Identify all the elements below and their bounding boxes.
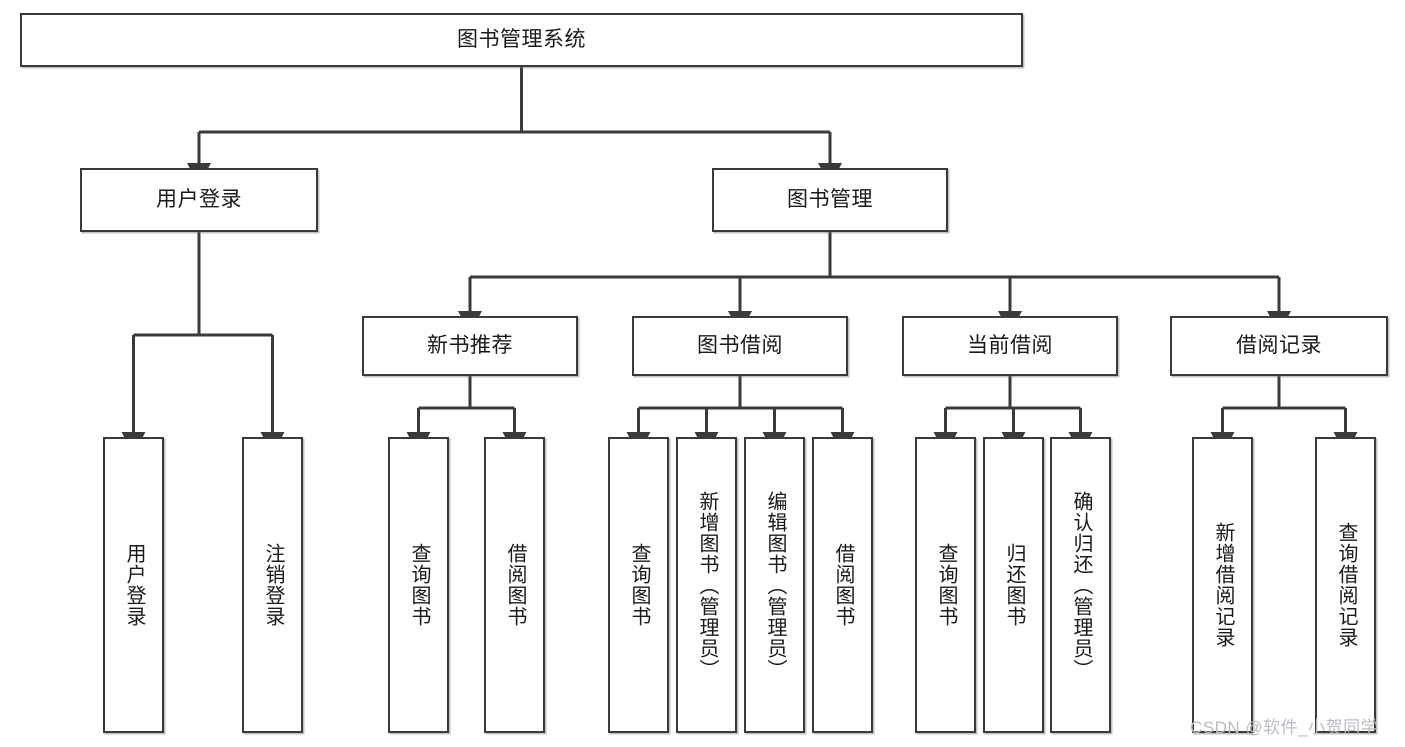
node-new-book-recommend[interactable]: 新书推荐 (362, 316, 578, 376)
csdn-watermark: CSDN @软件_小贺同学 (1190, 718, 1379, 737)
node-leaf-edit-book[interactable]: 编辑图书（管理员） (744, 437, 805, 733)
node-label-leaf-return-book: 归还图书 (1003, 543, 1025, 627)
node-label-leaf-logout: 注销登录 (262, 543, 284, 627)
node-leaf-query-record[interactable]: 查询借阅记录 (1315, 437, 1376, 733)
node-label-leaf-query-book-2: 查询图书 (628, 543, 650, 627)
node-leaf-query-book-2[interactable]: 查询图书 (608, 437, 669, 733)
node-label-leaf-query-book-3: 查询图书 (935, 543, 957, 627)
node-leaf-return-book[interactable]: 归还图书 (983, 437, 1044, 733)
node-user-login[interactable]: 用户登录 (80, 168, 318, 232)
node-book-management[interactable]: 图书管理 (712, 168, 948, 232)
node-leaf-add-book[interactable]: 新增图书（管理员） (676, 437, 737, 733)
node-leaf-borrow-book-2[interactable]: 借阅图书 (812, 437, 873, 733)
node-leaf-borrow-book-1[interactable]: 借阅图书 (484, 437, 545, 733)
node-label-leaf-confirm-return: 确认归还（管理员） (1070, 490, 1092, 680)
node-label-root: 图书管理系统 (457, 27, 586, 51)
node-root[interactable]: 图书管理系统 (20, 13, 1023, 67)
node-label-leaf-borrow-book-2: 借阅图书 (832, 543, 854, 627)
node-leaf-confirm-return[interactable]: 确认归还（管理员） (1050, 437, 1111, 733)
node-label-leaf-query-record: 查询借阅记录 (1335, 522, 1357, 648)
node-label-book-borrow: 图书借阅 (697, 333, 783, 357)
node-leaf-user-login[interactable]: 用户登录 (103, 437, 164, 733)
node-borrow-record[interactable]: 借阅记录 (1170, 316, 1388, 376)
node-label-leaf-add-record: 新增借阅记录 (1212, 522, 1234, 648)
node-label-leaf-add-book: 新增图书（管理员） (696, 490, 718, 680)
node-label-leaf-borrow-book-1: 借阅图书 (504, 543, 526, 627)
node-current-borrow[interactable]: 当前借阅 (902, 316, 1118, 376)
node-label-book-management: 图书管理 (787, 187, 873, 211)
node-label-new-book-recommend: 新书推荐 (427, 333, 513, 357)
node-label-leaf-user-login: 用户登录 (123, 543, 145, 627)
node-label-leaf-query-book-1: 查询图书 (408, 543, 430, 627)
node-leaf-logout[interactable]: 注销登录 (242, 437, 303, 733)
node-label-borrow-record: 借阅记录 (1236, 333, 1322, 357)
node-leaf-query-book-1[interactable]: 查询图书 (388, 437, 449, 733)
connector-lines (121, 67, 1358, 455)
node-leaf-query-book-3[interactable]: 查询图书 (915, 437, 976, 733)
node-book-borrow[interactable]: 图书借阅 (632, 316, 848, 376)
node-label-leaf-edit-book: 编辑图书（管理员） (764, 490, 786, 680)
node-label-user-login: 用户登录 (156, 187, 242, 211)
node-label-current-borrow: 当前借阅 (967, 333, 1053, 357)
node-leaf-add-record[interactable]: 新增借阅记录 (1192, 437, 1253, 733)
